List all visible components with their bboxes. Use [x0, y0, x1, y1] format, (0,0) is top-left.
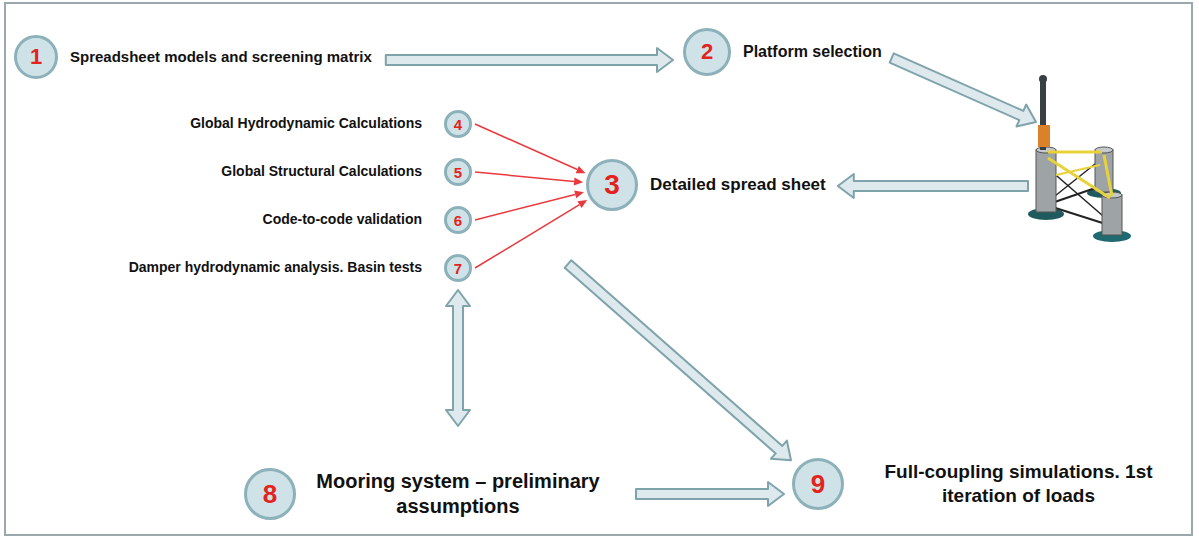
step-label: Full-coupling simulations. 1st iteration… — [856, 460, 1181, 508]
step-label: Global Hydrodynamic Calculations — [190, 115, 422, 133]
callout-number: 4 — [454, 117, 462, 132]
numbered-step: 1 Spreadsheet models and screening matrix — [14, 35, 372, 79]
step-circle: 8 — [244, 468, 296, 520]
step-circle: 4 — [444, 110, 472, 138]
step-label: Detailed spread sheet — [650, 174, 826, 195]
brace — [1048, 158, 1110, 198]
callout-number: 2 — [701, 41, 713, 63]
arrowhead — [574, 191, 584, 199]
brace — [1050, 160, 1100, 200]
callout-number: 1 — [30, 46, 42, 68]
red-arrow-line — [475, 205, 579, 268]
arrowhead — [574, 177, 583, 185]
connector — [386, 48, 673, 72]
block-arrow — [838, 174, 1028, 198]
numbered-step: 9 Full-coupling simulations. 1st iteratio… — [792, 458, 1181, 510]
arrowhead — [577, 200, 587, 208]
floating-platform — [1028, 75, 1131, 242]
step-label: Spreadsheet models and screening matrix — [70, 48, 372, 67]
numbered-step: 7 Damper hydrodynamic analysis. Basin tes… — [129, 254, 472, 282]
connector — [475, 191, 584, 221]
callout-number: 6 — [454, 213, 462, 228]
arrowhead — [576, 166, 586, 173]
numbered-step: 4 Global Hydrodynamic Calculations — [190, 110, 472, 138]
numbered-step: 6 Code-to-code validation — [263, 206, 472, 234]
connector — [475, 200, 587, 268]
step-label: Code-to-code validation — [263, 211, 422, 229]
step-circle: 9 — [792, 458, 844, 510]
numbered-step: 8 Mooring system – preliminary assumption… — [244, 468, 608, 520]
step-label: Platform selection — [743, 42, 882, 62]
column — [1036, 150, 1056, 212]
step-circle: 6 — [444, 206, 472, 234]
connector — [838, 53, 1036, 198]
column — [1102, 195, 1122, 235]
brace — [1056, 165, 1100, 175]
step-label: Mooring system – preliminary assumptions — [308, 469, 608, 519]
callout-number: 8 — [263, 481, 277, 507]
step-circle: 2 — [683, 28, 731, 76]
brace — [1048, 151, 1102, 154]
block-arrow — [890, 53, 1036, 126]
numbered-step: 3 Detailed spread sheet — [586, 159, 826, 211]
step-label: Damper hydrodynamic analysis. Basin test… — [129, 259, 422, 277]
step-circle: 7 — [444, 254, 472, 282]
connector — [636, 482, 784, 506]
callout-number: 5 — [454, 165, 462, 180]
red-arrow-line — [475, 124, 577, 170]
callout-number: 7 — [454, 261, 462, 276]
brace — [1104, 155, 1112, 196]
block-arrow — [386, 48, 673, 72]
block-arrow — [446, 290, 470, 426]
block-arrow — [565, 260, 791, 460]
frame-border — [5, 3, 1192, 535]
step-circle: 5 — [444, 158, 472, 186]
connector — [475, 124, 586, 173]
connector — [475, 172, 583, 185]
numbered-step: 2 Platform selection — [683, 28, 882, 76]
tower-section — [1038, 125, 1050, 147]
block-arrow — [636, 482, 784, 506]
connector — [446, 290, 470, 426]
red-arrow-line — [475, 172, 574, 181]
nacelle — [1039, 75, 1047, 83]
callout-number: 9 — [811, 471, 825, 497]
step-circle: 1 — [14, 35, 58, 79]
connector — [565, 260, 791, 460]
numbered-step: 5 Global Structural Calculations — [221, 158, 472, 186]
step-label: Global Structural Calculations — [221, 163, 422, 181]
callout-number: 3 — [604, 171, 620, 199]
step-circle: 3 — [586, 159, 638, 211]
